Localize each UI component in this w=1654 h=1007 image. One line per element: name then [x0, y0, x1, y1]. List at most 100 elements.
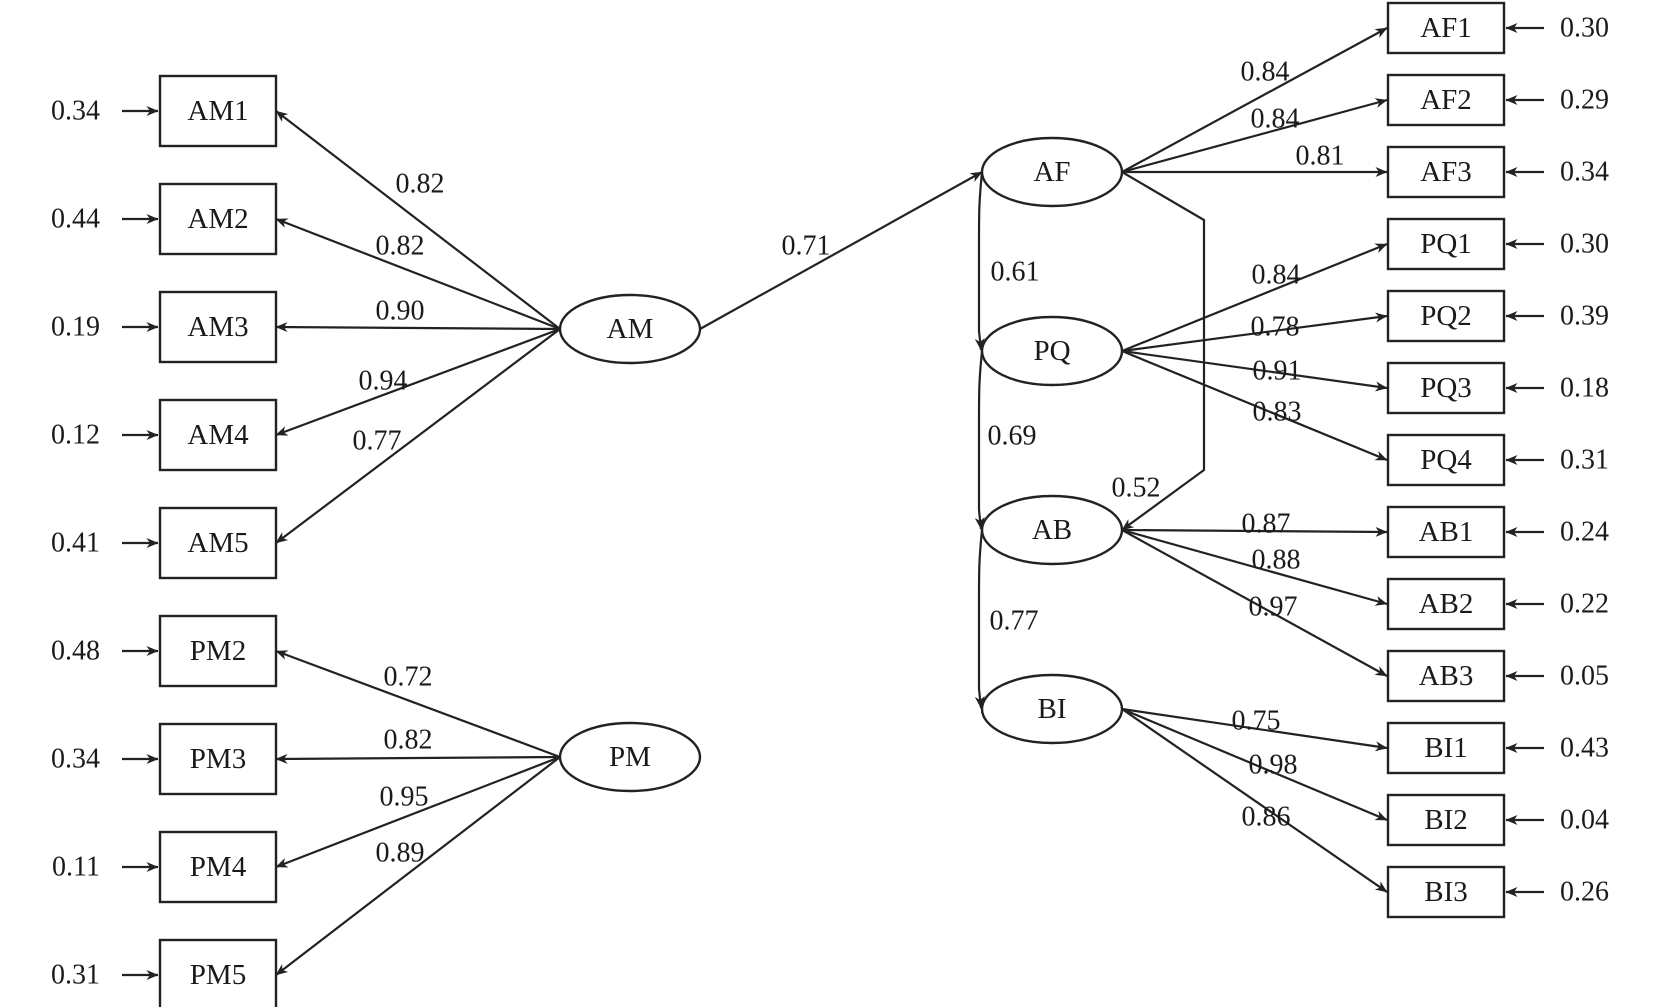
- loading-am1-value: 0.82: [396, 169, 445, 200]
- nodes-layer: [158, 1, 1506, 1007]
- factor-am-ellipse: [558, 293, 702, 365]
- loading-pm2-value: 0.72: [384, 662, 433, 693]
- error-af3-value: 0.34: [1560, 157, 1609, 188]
- loading-am1-arrow: [275, 110, 561, 330]
- factor-ab-label: AB: [1032, 514, 1072, 546]
- path-af-ab-value: 0.52: [1112, 473, 1161, 504]
- factor-pm-ellipse: [558, 721, 702, 793]
- loading-pm3-value: 0.82: [384, 725, 433, 756]
- error-pm2-value: 0.48: [51, 636, 100, 667]
- error-bi1-value: 0.43: [1560, 733, 1609, 764]
- indicator-ab1-label: AB1: [1419, 516, 1474, 548]
- loading-pq2-value: 0.78: [1251, 312, 1300, 343]
- error-pq2-value: 0.39: [1560, 301, 1609, 332]
- error-bi3-value: 0.26: [1560, 877, 1609, 908]
- loading-pq4-arrow: [1121, 349, 1388, 462]
- error-pm5-value: 0.31: [51, 960, 100, 991]
- loading-pq2-arrow: [1121, 312, 1388, 353]
- indicator-am3-label: AM3: [187, 311, 248, 343]
- indicator-am2-box: [158, 182, 278, 256]
- loading-pm4-arrow: [275, 755, 561, 869]
- loading-af3-value: 0.81: [1296, 141, 1345, 172]
- loading-bi1-arrow: [1121, 707, 1388, 752]
- loading-af1-value: 0.84: [1241, 57, 1290, 88]
- path-af-pq-arrow: [974, 171, 985, 351]
- indicator-pq1-box: [1386, 217, 1506, 271]
- indicator-pq3-box: [1386, 361, 1506, 415]
- loading-bi3-arrow: [1121, 708, 1388, 893]
- loading-ab3-value: 0.97: [1249, 592, 1298, 623]
- indicator-am5-label: AM5: [187, 527, 248, 559]
- indicator-pm4-box: [158, 830, 278, 904]
- indicator-af2-label: AF2: [1420, 84, 1472, 116]
- indicator-ab2-label: AB2: [1419, 588, 1474, 620]
- factor-af-label: AF: [1033, 156, 1070, 188]
- indicator-bi3-label: BI3: [1424, 876, 1468, 908]
- error-pm4-value: 0.11: [52, 852, 100, 883]
- path-pq-ab-arrow: [974, 350, 985, 530]
- loading-am5-value: 0.77: [353, 426, 402, 457]
- factor-ab-ellipse: [980, 494, 1124, 566]
- error-ab1-value: 0.24: [1560, 517, 1609, 548]
- path-am-af-value: 0.71: [782, 231, 831, 262]
- indicator-ab1-box: [1386, 505, 1506, 559]
- indicator-bi2-box: [1386, 793, 1506, 847]
- error-am4-value: 0.12: [51, 420, 100, 451]
- indicator-af3-box: [1386, 145, 1506, 199]
- factor-am-label: AM: [607, 313, 654, 345]
- indicator-am4-box: [158, 398, 278, 472]
- loading-pq1-value: 0.84: [1252, 260, 1301, 291]
- indicator-am1-box: [158, 74, 278, 148]
- indicator-pm4-label: PM4: [190, 851, 247, 883]
- indicator-pm5-box: [158, 938, 278, 1007]
- error-pq3-value: 0.18: [1560, 373, 1609, 404]
- indicator-ab2-box: [1386, 577, 1506, 631]
- indicator-af1-box: [1386, 1, 1506, 55]
- error-am2-value: 0.44: [51, 204, 100, 235]
- factor-bi-ellipse: [980, 673, 1124, 745]
- loading-pm5-value: 0.89: [376, 838, 425, 869]
- indicator-am1-label: AM1: [187, 95, 248, 127]
- indicator-am5-box: [158, 506, 278, 580]
- indicator-am3-box: [158, 290, 278, 364]
- loading-am5-arrow: [275, 328, 561, 544]
- loading-ab2-arrow: [1121, 528, 1388, 606]
- path-af-pq-value: 0.61: [991, 257, 1040, 288]
- edges-layer: [122, 23, 1544, 980]
- loading-af2-value: 0.84: [1251, 104, 1300, 135]
- indicator-pm2-box: [158, 614, 278, 688]
- error-pq1-value: 0.30: [1560, 229, 1609, 260]
- path-af-ab-arrow: [1121, 171, 1206, 531]
- loading-pm2-arrow: [275, 649, 561, 759]
- indicator-ab3-label: AB3: [1419, 660, 1474, 692]
- path-pq-ab-value: 0.69: [988, 421, 1037, 452]
- loading-pq1-arrow: [1121, 242, 1388, 353]
- loading-bi3-value: 0.86: [1242, 802, 1291, 833]
- loading-pm4-value: 0.95: [380, 782, 429, 813]
- indicator-bi2-label: BI2: [1424, 804, 1468, 836]
- path-ab-bi-arrow: [974, 529, 985, 709]
- error-am3-value: 0.19: [51, 312, 100, 343]
- factor-bi-label: BI: [1038, 693, 1067, 725]
- error-pm3-value: 0.34: [51, 744, 100, 775]
- error-af2-value: 0.29: [1560, 85, 1609, 116]
- path-ab-bi-value: 0.77: [990, 606, 1039, 637]
- loading-pq3-value: 0.91: [1253, 356, 1302, 387]
- loading-ab1-value: 0.87: [1242, 509, 1291, 540]
- indicator-am4-label: AM4: [187, 419, 249, 451]
- indicator-pm3-label: PM3: [190, 743, 246, 775]
- indicator-bi1-label: BI1: [1424, 732, 1468, 764]
- indicator-pm5-label: PM5: [190, 959, 246, 991]
- loading-am2-value: 0.82: [376, 231, 425, 262]
- indicator-pm2-label: PM2: [190, 635, 246, 667]
- factor-af-ellipse: [980, 136, 1124, 208]
- error-am1-value: 0.34: [51, 96, 100, 127]
- indicator-pm3-box: [158, 722, 278, 796]
- loading-ab2-value: 0.88: [1252, 545, 1301, 576]
- indicator-pq4-box: [1386, 433, 1506, 487]
- loading-bi1-value: 0.75: [1232, 706, 1281, 737]
- indicator-pq3-label: PQ3: [1420, 372, 1472, 404]
- indicator-af1-label: AF1: [1420, 12, 1472, 44]
- path-am-af-arrow: [699, 171, 983, 330]
- indicator-bi3-box: [1386, 865, 1506, 919]
